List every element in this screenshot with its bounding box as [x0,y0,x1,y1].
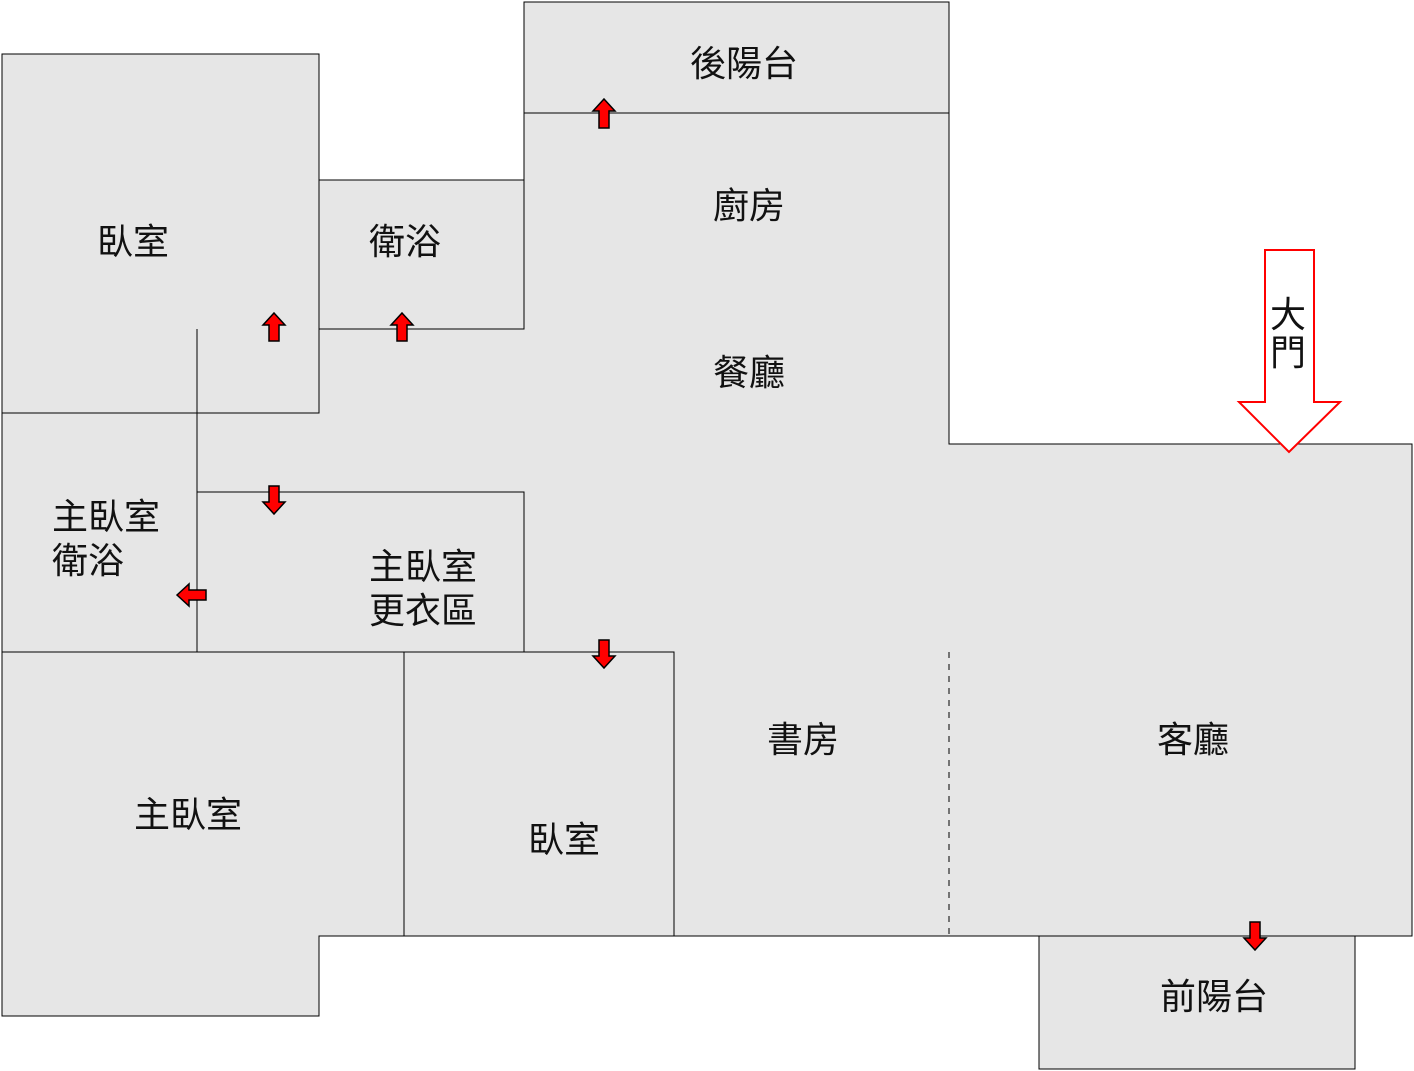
front-balcony-room [1038,935,1356,1070]
door-arrow-up-icon [591,97,617,129]
door-arrow-down-icon [1242,921,1268,952]
label-study: 書房 [767,720,839,761]
label-bedroom-center: 臥室 [528,820,600,861]
entrance-label-line1: 大 [1270,295,1306,336]
door-arrow-left-icon [175,582,207,608]
door-arrow-down-icon [591,639,617,670]
label-dining-room: 餐廳 [713,353,785,394]
bedroom-center-room [403,651,675,937]
door-arrow-down-icon [261,485,287,516]
label-living-room: 客廳 [1157,720,1229,761]
label-master-dressing-line2: 更衣區 [369,591,477,632]
label-master-bathroom-line1: 主臥室 [52,497,160,538]
label-bathroom: 衛浴 [369,222,441,263]
label-front-balcony: 前陽台 [1160,977,1268,1018]
entrance-arrow-icon [1236,249,1343,454]
bathroom-room [318,179,525,330]
door-arrow-up-icon [261,311,287,342]
label-bedroom-top-left: 臥室 [97,222,169,263]
label-master-dressing-line1: 主臥室 [369,547,477,588]
label-master-bathroom-line2: 衛浴 [52,541,124,582]
rear-balcony-room [523,1,950,114]
label-rear-balcony: 後陽台 [690,44,798,85]
bedroom-top-left-room [1,53,320,414]
label-master-bedroom: 主臥室 [134,795,242,836]
label-kitchen: 廚房 [713,186,785,227]
master-bathroom-room [1,412,198,653]
entrance-label-line2: 門 [1270,333,1306,374]
door-arrow-up-icon [389,311,415,342]
